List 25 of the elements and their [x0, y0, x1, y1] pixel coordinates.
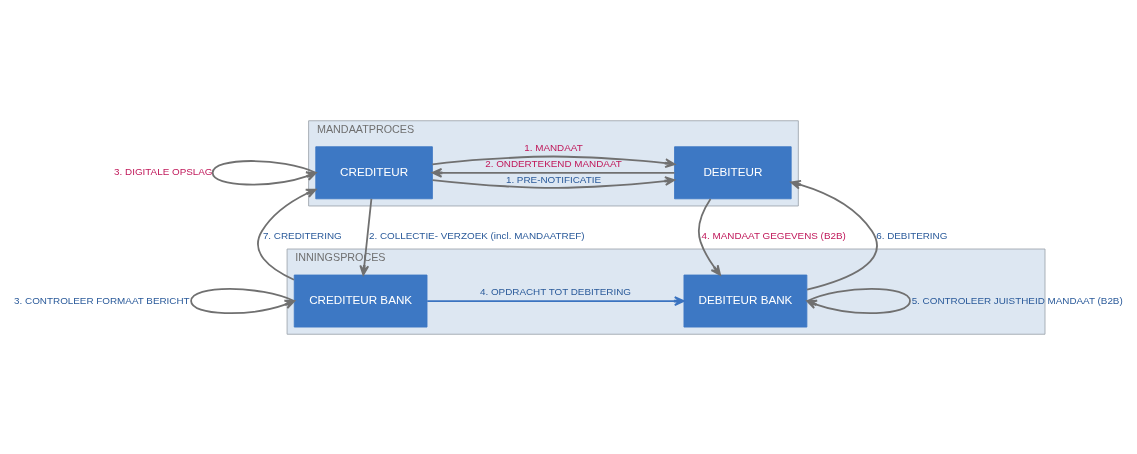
edge-label: 4. OPDRACHT TOT DEBITERING: [479, 285, 632, 297]
edge-label: 3. CONTROLEER FORMAAT BERICHT: [14, 294, 190, 306]
node-box: DEBITEUR BANK: [683, 274, 808, 327]
node-box: DEBITEUR: [674, 145, 792, 199]
edge-label: 1. MANDAAT: [524, 141, 583, 153]
arrow: [790, 179, 878, 290]
arrow: [431, 155, 676, 168]
arrow: [806, 287, 911, 314]
arrow: [431, 167, 676, 178]
edge-label: 3. DIGITALE OPSLAG: [114, 165, 213, 177]
arrow: [697, 197, 721, 276]
arrow: [257, 188, 317, 281]
arrow: [431, 175, 676, 189]
arrow: [190, 287, 296, 314]
node-box: CREDITEUR BANK: [293, 274, 428, 327]
edge-label: 4. MANDAAT GEGEVENS (B2B): [701, 229, 846, 241]
edge-label: 5. CONTROLEER JUISTHEID MANDAAT (B2B): [911, 294, 1123, 306]
edge-label: 2. COLLECTIE- VERZOEK (incl. MANDAATREF): [368, 229, 585, 241]
node-box: CREDITEUR: [315, 145, 433, 199]
edge-label: 1. PRE-NOTIFICATIE: [505, 173, 602, 185]
arrow: [426, 295, 685, 306]
arrow: [359, 197, 373, 276]
edge-label: 6. DEBITERING: [876, 229, 948, 241]
edge-label: 2. ONDERTEKEND MANDAAT: [485, 157, 622, 169]
edge-label: 7. CREDITERING: [262, 229, 342, 241]
